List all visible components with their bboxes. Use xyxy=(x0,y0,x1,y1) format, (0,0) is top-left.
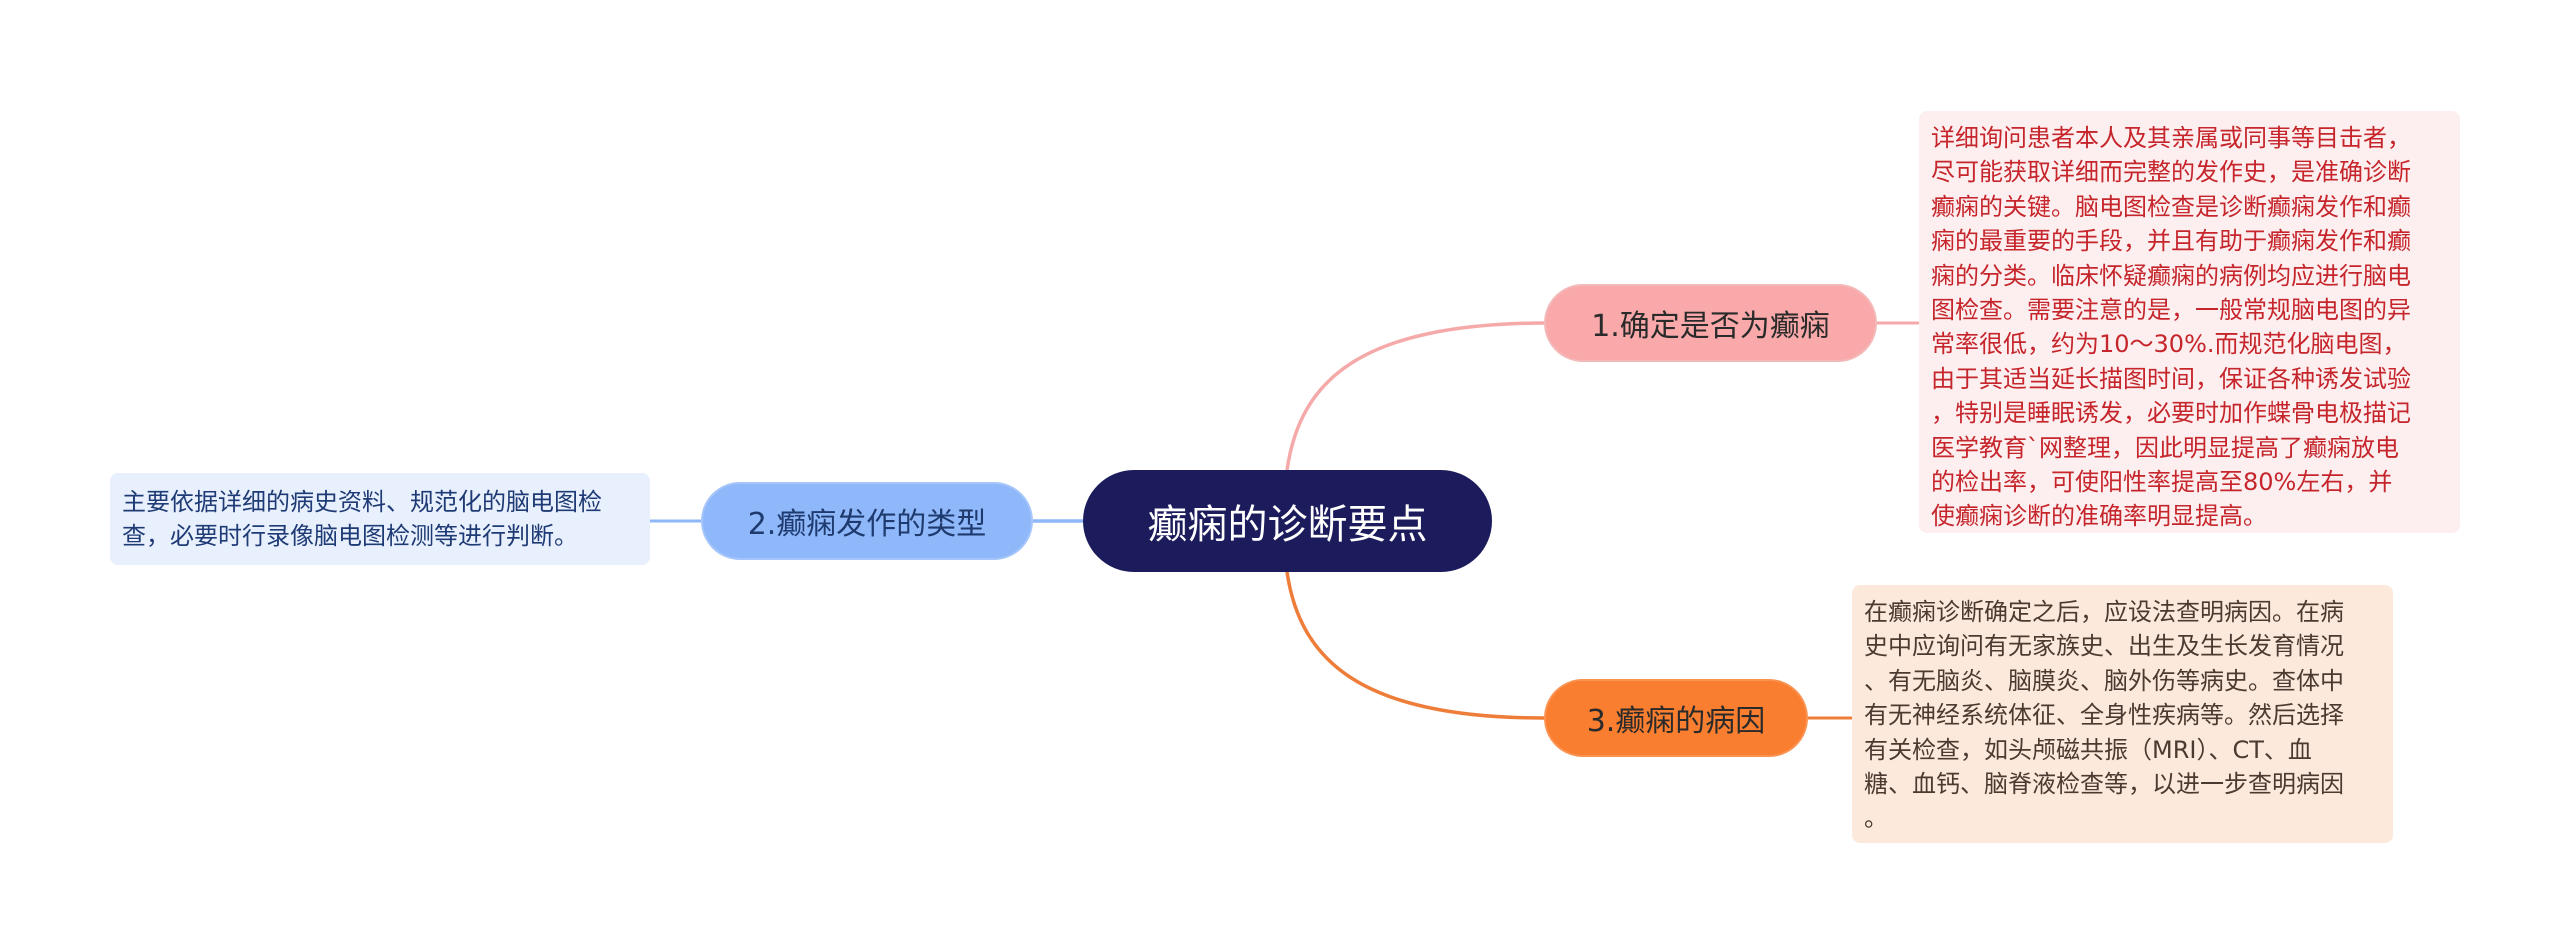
note-line: 医学教育`网整理，因此明显提高了癫痫放电 xyxy=(1931,433,2399,462)
note-line: 由于其适当延长描图时间，保证各种诱发试验 xyxy=(1931,364,2411,393)
note-line: 癫痫的关键。脑电图检查是诊断癫痫发作和癫 xyxy=(1931,192,2411,221)
branch-topic-2[interactable]: 2.癫痫发作的类型 xyxy=(701,482,1033,560)
note-line: 主要依据详细的病史资料、规范化的脑电图检 xyxy=(122,488,602,516)
note-line: 查，必要时行录像脑电图检测等进行判断。 xyxy=(122,522,578,551)
connector-branch-3 xyxy=(1285,571,1545,720)
note-line: 糖、血钙、脑脊液检查等，以进一步查明病因 xyxy=(1864,770,2344,799)
note-line: 痫的最重要的手段，并且有助于癫痫发作和癫 xyxy=(1931,227,2411,256)
central-topic[interactable]: 癫痫的诊断要点 xyxy=(1083,470,1492,572)
note-line: 在癫痫诊断确定之后，应设法查明病因。在病 xyxy=(1864,598,2344,626)
note-line: 常率很低，约为10～30%.而规范化脑电图， xyxy=(1931,330,2407,359)
note-line: 有关检查，如头颅磁共振（MRI）、CT、血 xyxy=(1864,735,2312,764)
note-line: 痫的分类。临床怀疑癫痫的病例均应进行脑电 xyxy=(1931,261,2411,290)
note-line: 的检出率，可使阳性率提高至80%左右，并 xyxy=(1931,468,2393,497)
branch-topic-3[interactable]: 3.癫痫的病因 xyxy=(1544,679,1808,757)
connector-branch-1 xyxy=(1285,321,1545,471)
note-line: 有无神经系统体征、全身性疾病等。然后选择 xyxy=(1864,701,2344,730)
note-branch-2: 主要依据详细的病史资料、规范化的脑电图检查，必要时行录像脑电图检测等进行判断。 xyxy=(110,473,650,565)
note-line: 使癫痫诊断的准确率明显提高。 xyxy=(1931,502,2267,531)
note-line: ，特别是睡眠诱发，必要时加作蝶骨电极描记 xyxy=(1931,399,2411,428)
note-line: 图检查。需要注意的是，一般常规脑电图的异 xyxy=(1931,296,2411,325)
note-line: 尽可能获取详细而完整的发作史，是准确诊断 xyxy=(1931,158,2411,187)
note-line: 。 xyxy=(1864,804,1888,833)
note-branch-3: 在癫痫诊断确定之后，应设法查明病因。在病史中应询问有无家族史、出生及生长发育情况… xyxy=(1852,585,2393,843)
note-branch-1: 详细询问患者本人及其亲属或同事等目击者， 尽可能获取详细而完整的发作史，是准确诊断… xyxy=(1919,111,2460,533)
note-line: 、有无脑炎、脑膜炎、脑外伤等病史。查体中 xyxy=(1864,666,2344,695)
note-line: 史中应询问有无家族史、出生及生长发育情况 xyxy=(1864,632,2344,661)
note-line: 详细询问患者本人及其亲属或同事等目击者， xyxy=(1931,124,2411,152)
branch-topic-1[interactable]: 1.确定是否为癫痫 xyxy=(1544,284,1877,362)
